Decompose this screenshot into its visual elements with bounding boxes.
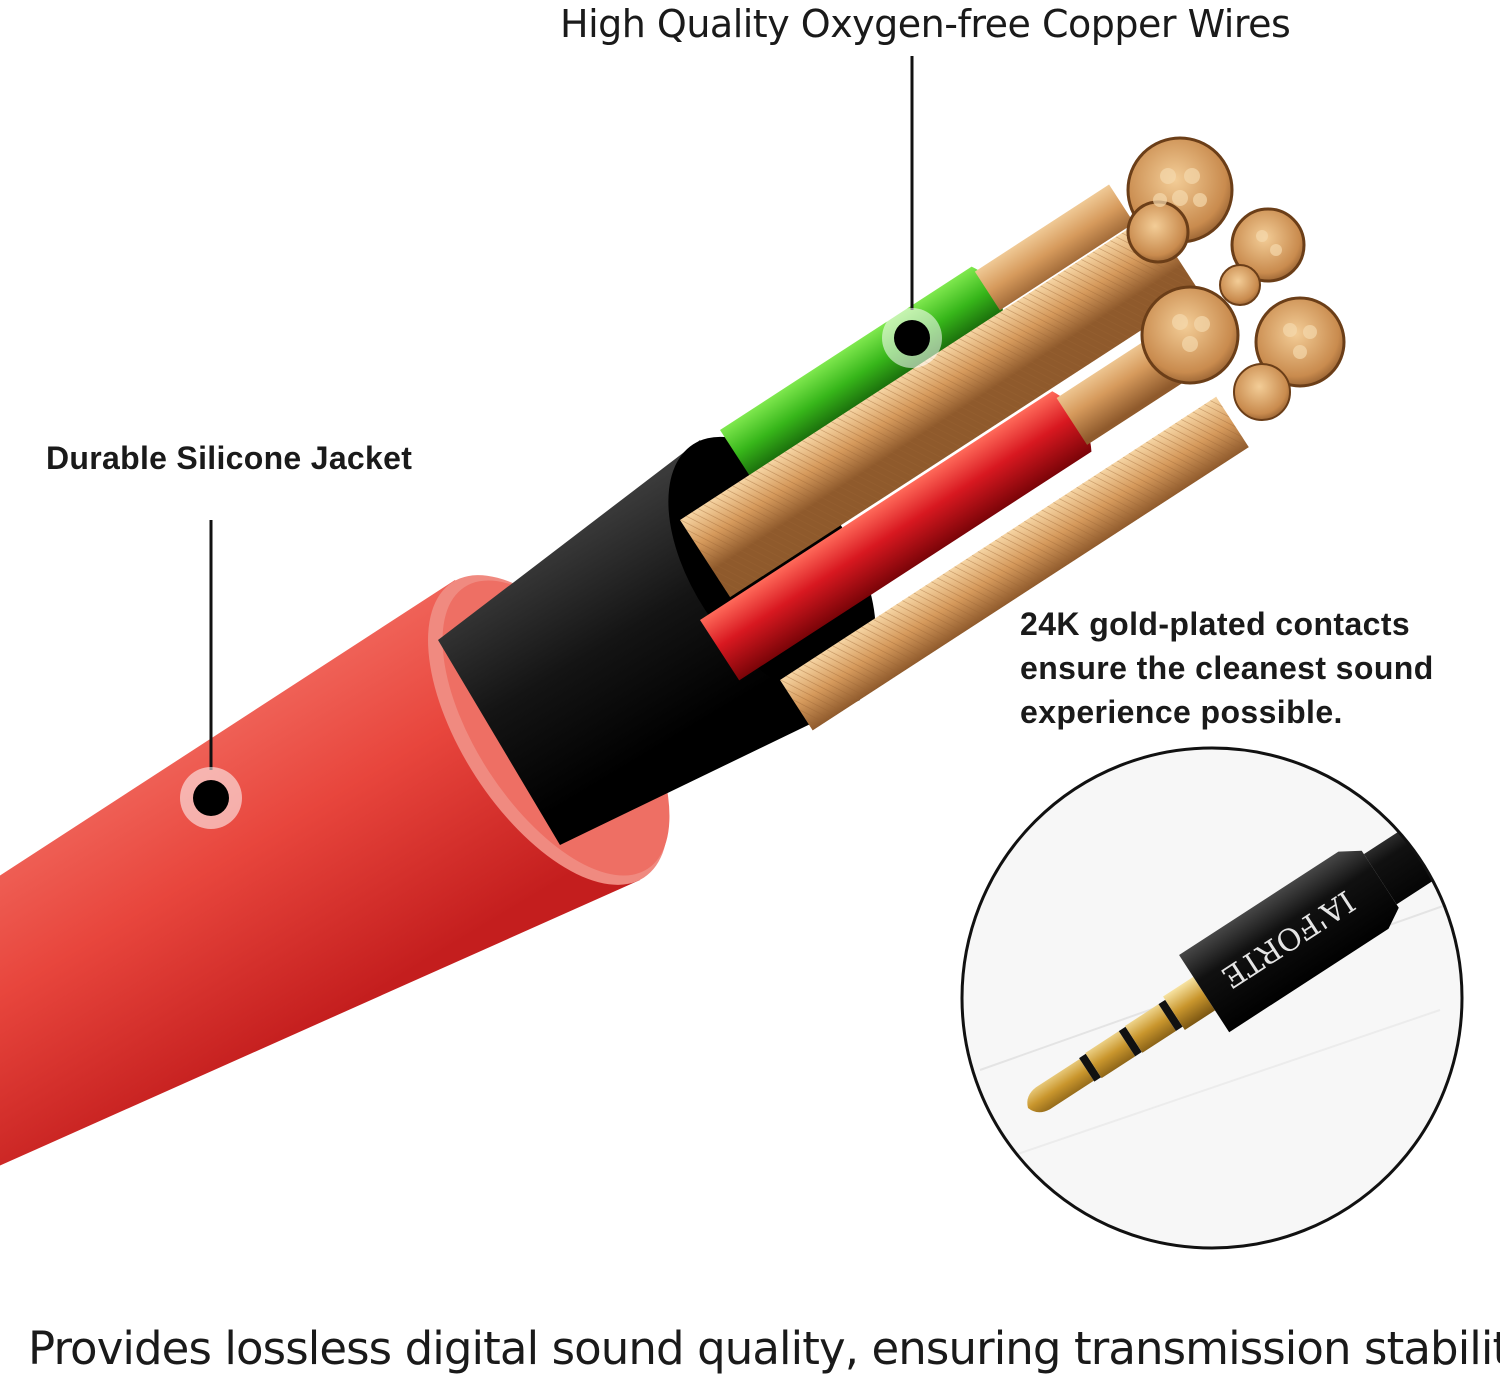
gold-contacts-line: 24K gold-plated contacts <box>1020 606 1411 642</box>
callout-jacket-label: Durable Silicone Jacket <box>46 440 413 476</box>
copper-bundle-lower <box>780 396 1249 731</box>
plug-inset: IA'FORTE <box>960 746 1464 1250</box>
callout-copper-label: High Quality Oxygen-free Copper Wires <box>560 2 1291 46</box>
copper-bundle-main <box>680 215 1200 598</box>
gold-contacts-line: ensure the cleanest sound <box>1020 650 1434 686</box>
callout-gold-contacts: 24K gold-plated contacts ensure the clea… <box>1020 602 1434 734</box>
conductors <box>680 136 1346 731</box>
strand-end-faces <box>1126 136 1346 421</box>
callout-jacket <box>180 520 242 829</box>
gold-contacts-line: experience possible. <box>1020 694 1343 730</box>
bottom-caption: Provides lossless digital sound quality,… <box>28 1322 1500 1375</box>
callout-copper <box>882 56 942 368</box>
